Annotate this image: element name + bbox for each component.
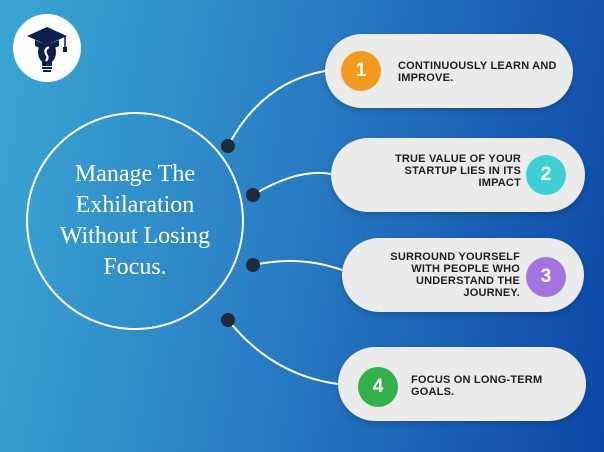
- step-text-4: Focus on long-term goals.: [411, 374, 543, 398]
- step-text-3: Surround yourself with people who unders…: [390, 251, 520, 299]
- step-text-1: Continuously learn and improve.: [398, 60, 557, 84]
- step-badge-2: 2: [526, 155, 566, 195]
- connector-dot-4: [221, 313, 235, 327]
- connector-line-4: [227, 319, 339, 385]
- connector-line-3: [252, 260, 343, 271]
- step-card-4: 4 Focus on long-term goals.: [338, 347, 586, 421]
- step-badge-3: 3: [526, 257, 566, 297]
- step-card-2: True value of your startup lies in its i…: [331, 138, 585, 212]
- step-text-2: True value of your startup lies in its i…: [394, 153, 521, 189]
- main-title: Manage The Exhilaration Without Losing F…: [59, 161, 211, 280]
- step-card-1: 1 Continuously learn and improve.: [325, 34, 573, 108]
- connector-line-1: [227, 70, 326, 147]
- step-badge-1: 1: [341, 51, 381, 91]
- graduation-cap-lightbulb-icon: [27, 27, 67, 72]
- connector-dot-2: [246, 188, 260, 202]
- connector-line-2: [252, 171, 332, 196]
- main-circle: [26, 112, 244, 330]
- connector-dot-3: [246, 258, 260, 272]
- step-badge-4: 4: [358, 367, 398, 407]
- step-card-3: Surround yourself with people who unders…: [342, 238, 584, 312]
- logo-badge: [13, 14, 81, 82]
- connector-dot-1: [221, 139, 235, 153]
